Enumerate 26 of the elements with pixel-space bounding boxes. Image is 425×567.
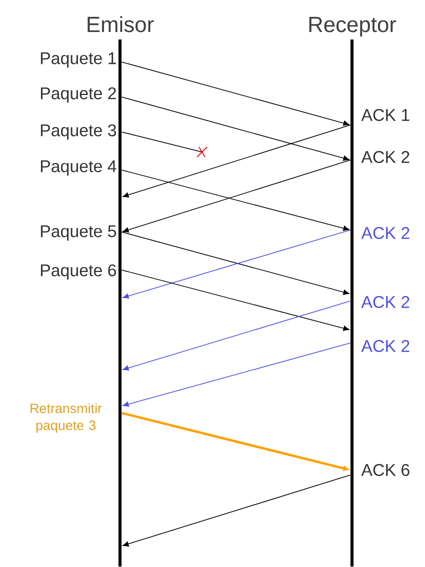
arrow [122, 124, 351, 198]
packet-label: Paquete 1 [38, 51, 118, 69]
arrow [121, 62, 350, 126]
ack-label: ACK 2 [360, 226, 412, 240]
packet-label: Paquete 2 [38, 86, 118, 104]
arrow [121, 270, 350, 331]
packet-label: Paquete 5 [38, 224, 118, 242]
ack-label: ACK 6 [360, 463, 412, 477]
arrow [122, 342, 351, 407]
packet-label: Paquete 6 [38, 263, 118, 281]
arrow [121, 170, 350, 231]
lost-packet-line [121, 132, 202, 152]
arrow [121, 412, 349, 471]
node-label: Receptor [309, 16, 396, 37]
ack-label: ACK 1 [360, 108, 412, 122]
retransmit-label: Retransmitir paquete 3 [30, 403, 102, 433]
arrow [122, 160, 351, 233]
packet-label: Paquete 3 [38, 123, 118, 141]
arrow [122, 474, 351, 547]
arrow [121, 96, 350, 161]
ack-label: ACK 2 [360, 150, 412, 164]
node-label: Emisor [88, 16, 154, 32]
packet-label: Paquete 4 [38, 159, 118, 177]
arrow [122, 300, 351, 371]
ack-label: ACK 2 [360, 295, 412, 309]
ack-label: ACK 2 [360, 339, 412, 353]
